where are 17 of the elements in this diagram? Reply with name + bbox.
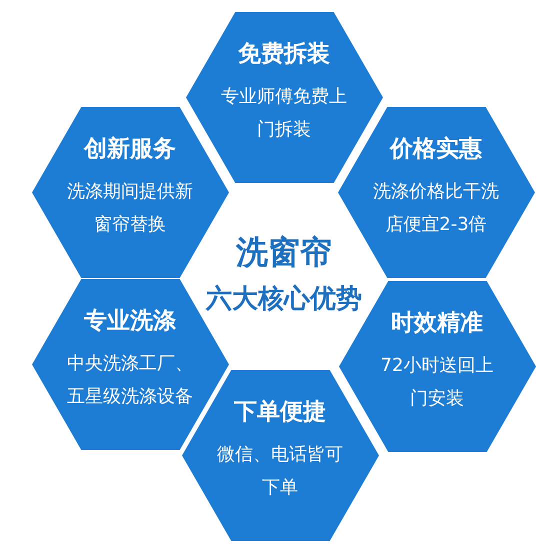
hexagon-description: 专业师傅免费上门拆装 (220, 84, 348, 142)
center-heading: 洗窗帘 (234, 233, 333, 271)
hexagon-title: 免费拆装 (238, 40, 330, 66)
hexagon-title: 下单便捷 (234, 398, 326, 424)
hexagon-card (338, 106, 534, 278)
hexagon-description: 72小时送回上门安装 (380, 354, 494, 410)
hexagon-description: 中央洗涤工厂、五星级洗涤设备 (66, 352, 194, 408)
hexagon-title: 时效精准 (391, 310, 483, 336)
hexagon-title: 价格实惠 (390, 136, 482, 162)
hexagon-description: 微信、电话皆可下单 (216, 442, 344, 500)
hexagon-description: 洗涤价格比干洗店便宜2-3倍 (372, 180, 500, 236)
hexagon-title: 专业洗涤 (84, 308, 176, 334)
center-heading: 六大核心优势 (204, 283, 363, 315)
hexagon-description: 洗涤期间提供新窗帘替换 (66, 180, 194, 236)
hexagon-card (32, 106, 228, 278)
hexagon-card (186, 12, 382, 182)
hexagon-title: 创新服务 (84, 136, 176, 162)
